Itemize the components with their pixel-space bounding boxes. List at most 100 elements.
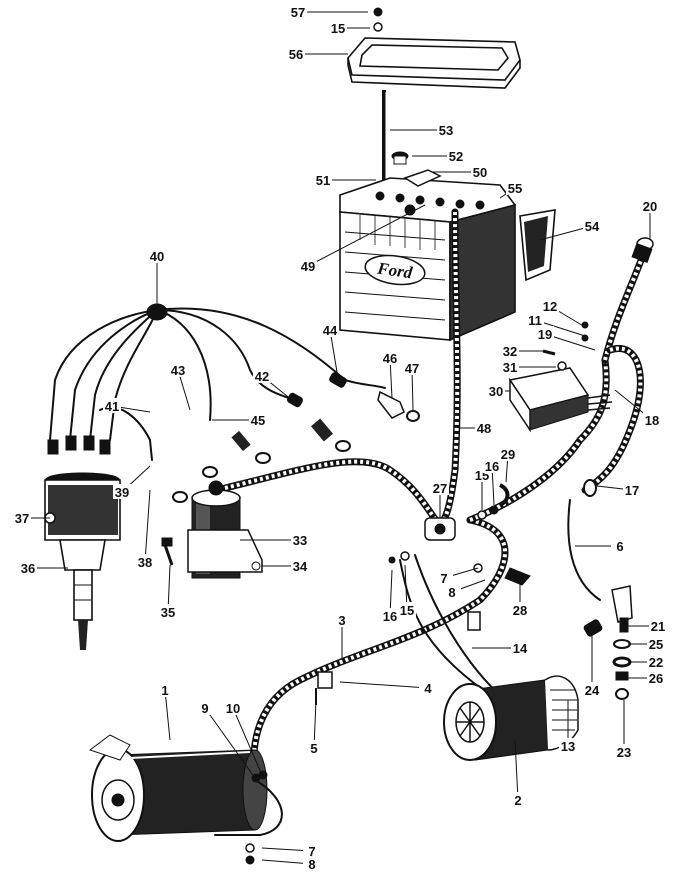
- callout-number-45: 45: [251, 413, 265, 428]
- callout-number-53: 53: [439, 123, 453, 138]
- coil-mounting-bolt: [161, 537, 174, 566]
- callout-number-40: 40: [150, 249, 164, 264]
- callout-bg-16: [483, 458, 501, 473]
- callout-number-19: 19: [538, 327, 552, 342]
- callout-number-36: 36: [21, 561, 35, 576]
- callout-number-54: 54: [585, 219, 600, 234]
- callout-number-25: 25: [649, 637, 663, 652]
- callout-bg-15: [329, 20, 347, 35]
- callout-bg-18: [643, 412, 661, 427]
- callout-number-23: 23: [617, 745, 631, 760]
- callout-number-7: 7: [308, 844, 315, 859]
- callout-number-49: 49: [301, 259, 315, 274]
- callout-bg-50: [471, 164, 489, 179]
- callout-number-16: 16: [485, 459, 499, 474]
- callout-number-37: 37: [15, 511, 29, 526]
- coil-bracket: [187, 529, 263, 573]
- hold-down-nut: [373, 7, 383, 32]
- leader-line-44: [329, 329, 339, 379]
- callout-number-41: 41: [105, 399, 119, 414]
- callout-number-9: 9: [201, 701, 208, 716]
- battery-hold-down-frame: [347, 37, 521, 89]
- callout-number-27: 27: [433, 481, 447, 496]
- tail-lamp-socket: [567, 499, 633, 633]
- callout-bg-40: [148, 248, 166, 263]
- starting-motor: [443, 675, 579, 761]
- callout-number-13: 13: [561, 739, 575, 754]
- callout-bg-28: [511, 602, 529, 617]
- callout-number-29: 29: [501, 447, 515, 462]
- regulator-screw: [542, 349, 567, 371]
- callout-bg-49: [299, 258, 317, 273]
- callout-bg-6: [611, 538, 629, 553]
- main-braided-harness: [221, 208, 649, 784]
- callout-number-3: 3: [338, 613, 345, 628]
- ignition-cable-set: [49, 303, 386, 461]
- callout-bg-21: [649, 618, 667, 633]
- callout-bg-30: [487, 383, 505, 398]
- callout-bg-52: [447, 148, 465, 163]
- ignition-switch: [424, 517, 456, 541]
- callout-number-7: 7: [440, 571, 447, 586]
- lamp-washers: [612, 639, 632, 700]
- callout-bg-45: [249, 412, 267, 427]
- callout-bg-8: [443, 584, 461, 599]
- callout-number-52: 52: [449, 149, 463, 164]
- callout-bg-35: [159, 604, 177, 619]
- callout-bg-17: [623, 482, 641, 497]
- callout-number-42: 42: [255, 369, 269, 384]
- callout-number-51: 51: [316, 173, 330, 188]
- callout-number-32: 32: [503, 344, 517, 359]
- callout-number-22: 22: [649, 655, 663, 670]
- callout-number-44: 44: [323, 323, 338, 338]
- callout-bg-27: [431, 480, 449, 495]
- callout-number-30: 30: [489, 384, 503, 399]
- callout-number-24: 24: [585, 683, 600, 698]
- callout-bg-9: [196, 700, 214, 715]
- callout-bg-22: [647, 654, 665, 669]
- callout-number-34: 34: [293, 559, 308, 574]
- callout-number-26: 26: [649, 671, 663, 686]
- callout-bg-55: [506, 180, 524, 195]
- callout-bg-23: [615, 744, 633, 759]
- callout-bg-57: [289, 4, 307, 19]
- callout-number-4: 4: [424, 681, 432, 696]
- callout-number-6: 6: [616, 539, 623, 554]
- callout-bg-38: [136, 554, 154, 569]
- callout-number-10: 10: [226, 701, 240, 716]
- callout-bg-53: [437, 122, 455, 137]
- callout-bg-10: [224, 700, 242, 715]
- callout-bg-37: [13, 510, 31, 525]
- callout-bg-36: [19, 560, 37, 575]
- callout-bg-13: [559, 738, 577, 753]
- callout-bg-43: [169, 362, 187, 377]
- callout-number-1: 1: [161, 683, 168, 698]
- callout-bg-54: [583, 218, 601, 233]
- light-switch: [631, 237, 654, 263]
- callout-bg-47: [403, 360, 421, 375]
- callout-number-31: 31: [503, 360, 517, 375]
- callout-bg-5: [305, 740, 323, 755]
- spark-plug-gasket: [172, 410, 420, 503]
- callout-number-38: 38: [138, 555, 152, 570]
- callout-bg-12: [541, 298, 559, 313]
- callout-bg-3: [333, 612, 351, 627]
- callout-number-46: 46: [383, 351, 397, 366]
- callout-bg-26: [647, 670, 665, 685]
- callout-number-17: 17: [625, 483, 639, 498]
- callout-bg-20: [641, 198, 659, 213]
- callout-bg-44: [321, 322, 339, 337]
- distributor: [44, 435, 121, 650]
- callout-bg-32: [501, 343, 519, 358]
- callout-bg-11: [526, 312, 544, 327]
- callout-bg-31: [501, 359, 519, 374]
- battery-logo: Ford: [375, 259, 414, 283]
- callout-number-20: 20: [643, 199, 657, 214]
- leader-line-1: [164, 689, 171, 741]
- callout-number-43: 43: [171, 363, 185, 378]
- battery: Ford: [339, 177, 517, 342]
- callout-bg-24: [583, 682, 601, 697]
- callout-bg-41: [103, 398, 121, 413]
- callout-bg-56: [287, 46, 305, 61]
